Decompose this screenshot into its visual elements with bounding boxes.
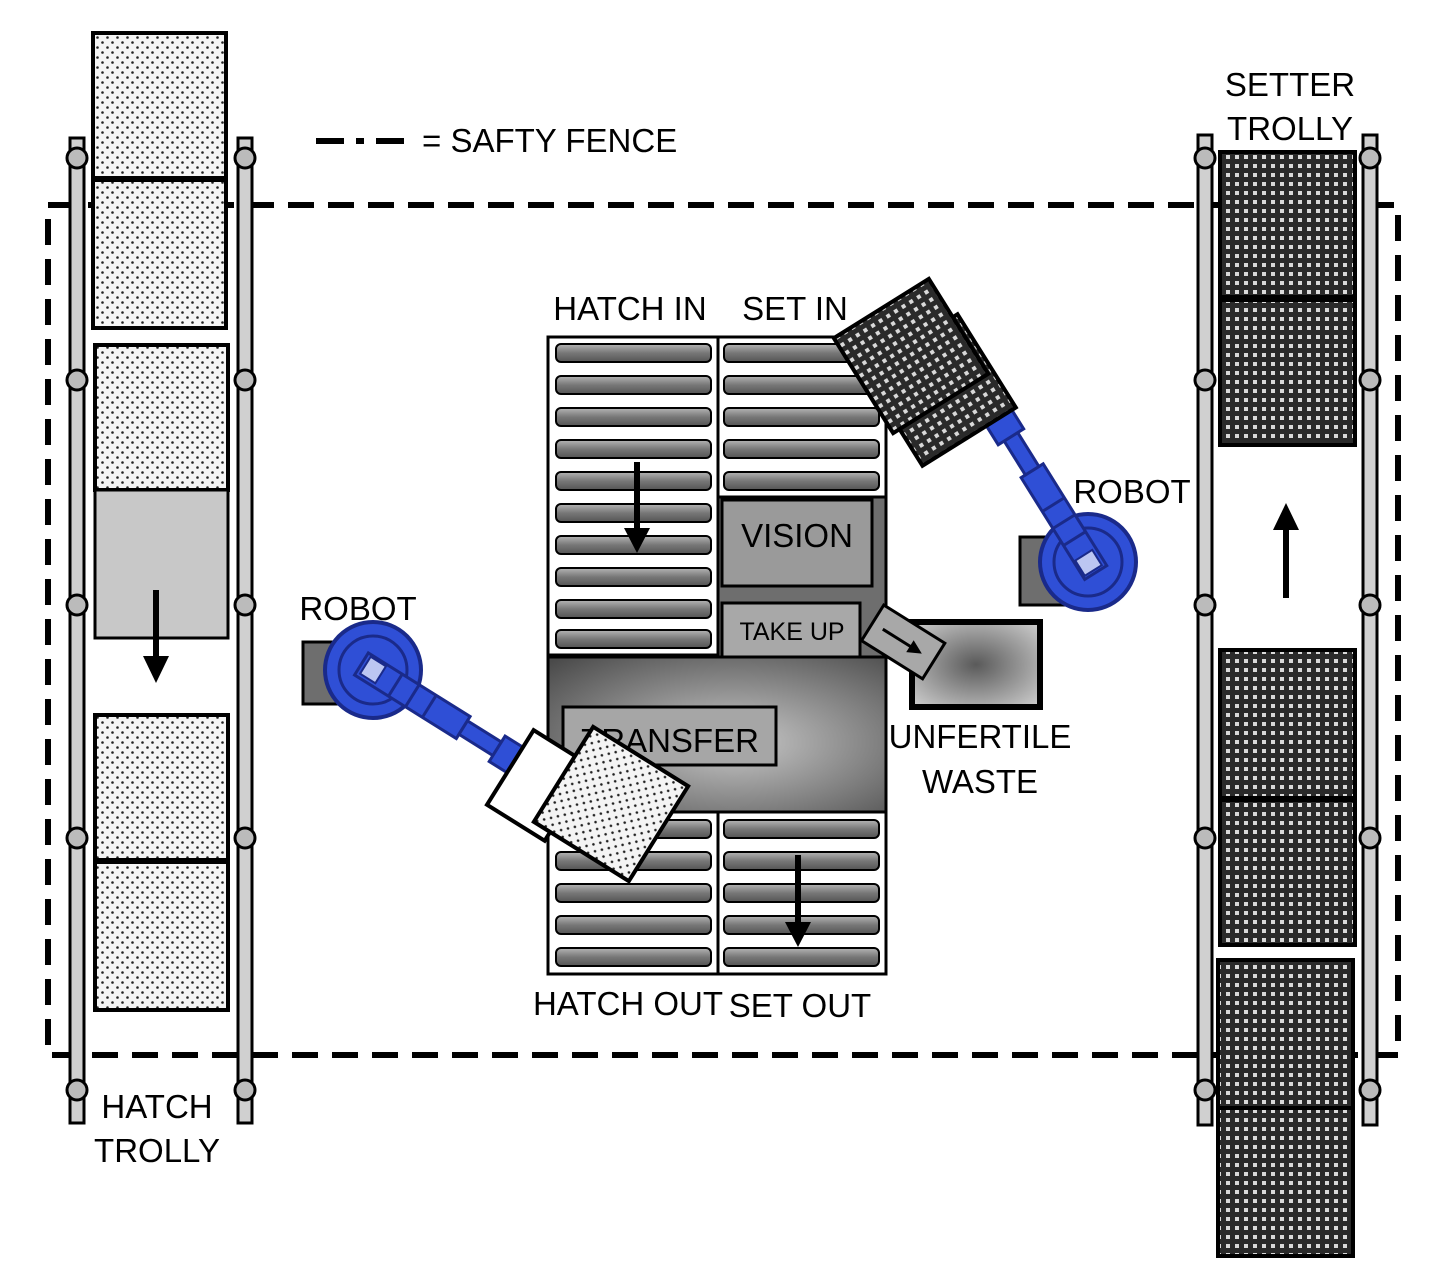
set-out-rollers xyxy=(723,819,880,967)
hatch-empty-slot xyxy=(93,488,230,640)
conveyor-block: HATCH IN SET IN VIS xyxy=(533,290,888,1024)
setter-tray xyxy=(1216,1106,1355,1258)
unfertile-label-2: WASTE xyxy=(922,763,1038,800)
setter-tray xyxy=(1218,298,1357,447)
vision-station xyxy=(720,498,874,588)
hatch-trolly-label-1: HATCH xyxy=(101,1088,212,1125)
setter-rail-left xyxy=(1196,133,1214,1127)
robot-left: ROBOT xyxy=(299,590,691,884)
hatch-rail-left xyxy=(68,136,86,1125)
setter-rail-right xyxy=(1361,133,1379,1127)
set-out-arrow-head xyxy=(785,922,811,947)
setter-tray xyxy=(1218,648,1357,800)
setter-trolly-label-2: TROLLY xyxy=(1227,110,1353,147)
unfertile-label-1: UNFERTILE xyxy=(889,718,1072,755)
hatch-tray xyxy=(93,343,230,492)
setter-tray xyxy=(1216,958,1355,1110)
setter-trolly: SETTER TROLLY xyxy=(1193,66,1382,1258)
hatch-down-arrow-head xyxy=(143,656,169,683)
take-up-label: TAKE UP xyxy=(739,618,844,646)
setter-trolly-label-1: SETTER xyxy=(1225,66,1355,103)
robot-right: ROBOT xyxy=(831,276,1191,612)
set-out-label: SET OUT xyxy=(729,987,871,1024)
hatch-rail-right xyxy=(236,136,254,1125)
take-up-station xyxy=(720,601,862,660)
hatch-in-arrow-head xyxy=(624,528,650,553)
setter-tray xyxy=(1218,798,1357,947)
robot-right-tray xyxy=(831,276,991,436)
hatch-in-label: HATCH IN xyxy=(553,290,706,327)
set-in-label: SET IN xyxy=(742,290,848,327)
legend: = SAFTY FENCE xyxy=(316,122,677,159)
set-in-rollers xyxy=(723,343,880,491)
hatch-in-rollers xyxy=(555,343,712,649)
hatch-tray xyxy=(91,178,228,330)
hatch-trolly: HATCH TROLLY xyxy=(65,31,257,1169)
hatch-out-label: HATCH OUT xyxy=(533,985,723,1022)
vision-label: VISION xyxy=(741,517,853,554)
robot-left-tray xyxy=(531,724,691,884)
safety-fence xyxy=(45,202,1401,1058)
hatch-rail-wheels xyxy=(65,146,257,1102)
hatch-trolly-label-2: TROLLY xyxy=(94,1132,220,1169)
robot-right-label: ROBOT xyxy=(1073,473,1190,510)
setter-rail-wheels xyxy=(1193,146,1382,1102)
hatch-tray xyxy=(91,31,228,180)
unfertile-waste: UNFERTILE WASTE xyxy=(859,602,1072,800)
setter-up-arrow-head xyxy=(1273,503,1299,530)
robot-left-label: ROBOT xyxy=(299,590,416,627)
waste-chute xyxy=(859,602,947,681)
setter-tray xyxy=(1218,150,1357,299)
hatch-tray xyxy=(93,860,230,1012)
hatch-tray xyxy=(93,713,230,862)
legend-label: = SAFTY FENCE xyxy=(422,122,677,159)
